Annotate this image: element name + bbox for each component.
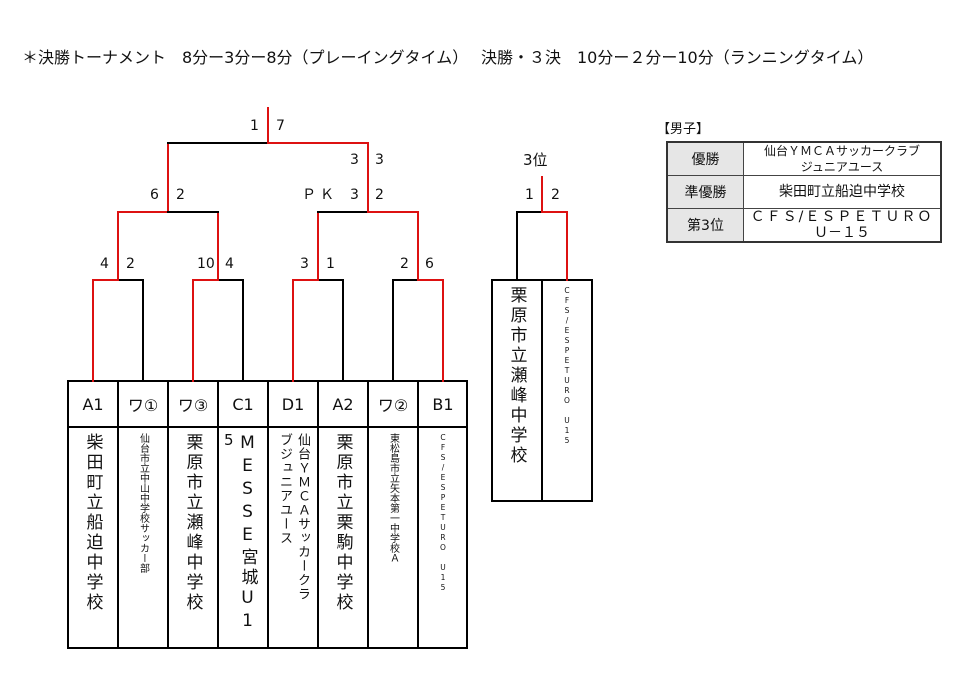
result-label: 第3位 bbox=[666, 208, 744, 243]
team-cell: CFS/ESPETURO U15 bbox=[418, 427, 468, 648]
team-cell: 柴田町立船迫中学校 bbox=[68, 427, 118, 648]
r1-m3-loser-line bbox=[317, 279, 344, 382]
r1-m2-score-right: 4 bbox=[225, 256, 234, 272]
third-place-title: 3位 bbox=[523, 151, 548, 169]
r1-m3-winner-line bbox=[292, 211, 319, 382]
semi2-pk-label: ＰＫ bbox=[302, 187, 338, 203]
table-row: 優勝 仙台ＹＭＣＡサッカークラブジュニアユース bbox=[666, 141, 942, 176]
team-name: 東松島市立矢本第一中学校Ａ bbox=[387, 433, 399, 563]
semi2-score-right: 2 bbox=[375, 187, 384, 203]
seed-label: ワ② bbox=[377, 396, 409, 415]
third-loser-line bbox=[516, 211, 543, 281]
result-value: 柴田町立船迫中学校 bbox=[743, 175, 942, 209]
team-name: 栗原市立栗駒中学校 bbox=[332, 433, 353, 613]
team-cell: 仙台ＹＭＣＡサッカークラブジュニアユース bbox=[268, 427, 318, 648]
seed-label: D1 bbox=[281, 394, 305, 414]
seed-label: ワ③ bbox=[177, 396, 209, 415]
team-cell: 東松島市立矢本第一中学校Ａ bbox=[368, 427, 418, 648]
r1-m1-score-right: 2 bbox=[126, 256, 135, 272]
seed-label: B1 bbox=[432, 394, 454, 414]
r1-m3-score-right: 1 bbox=[326, 256, 335, 272]
team-cell: 栗原市立瀬峰中学校 bbox=[168, 427, 218, 648]
results-title: 【男子】 bbox=[657, 122, 710, 137]
r1-m1-score-left: 4 bbox=[100, 256, 109, 272]
result-label: 優勝 bbox=[666, 141, 744, 176]
seed-label: C1 bbox=[232, 394, 254, 414]
r1-m1-loser-line bbox=[117, 279, 144, 382]
third-team-cell: 栗原市立瀬峰中学校 bbox=[492, 280, 542, 501]
team-name: 栗原市立瀬峰中学校 bbox=[506, 286, 527, 466]
results-table: 優勝 仙台ＹＭＣＡサッカークラブジュニアユース 準優勝 柴田町立船迫中学校 第3… bbox=[666, 141, 942, 243]
r1-m4-score-right: 6 bbox=[425, 256, 434, 272]
team-prefix: 5 bbox=[224, 431, 234, 449]
r1-m2-loser-line bbox=[217, 279, 244, 382]
semi2-pk-right: 3 bbox=[375, 152, 384, 168]
third-winner-line bbox=[541, 211, 568, 281]
semi1-winner-line bbox=[117, 142, 169, 213]
header-right: 決勝・３決 10分ー２分ー10分（ランニングタイム） bbox=[481, 48, 874, 67]
semi1-score-left: 6 bbox=[150, 187, 159, 203]
seed-label: A2 bbox=[332, 394, 354, 414]
team-name: 柴田町立船迫中学校 bbox=[82, 433, 103, 613]
team-name: CFS/ESPETURO U15 bbox=[438, 433, 448, 593]
r1-m3-score-left: 3 bbox=[300, 256, 309, 272]
result-value: 仙台ＹＭＣＡサッカークラブジュニアユース bbox=[743, 141, 942, 176]
team-name: CFS/ESPETURO U15 bbox=[562, 286, 572, 446]
seed-label: A1 bbox=[82, 394, 104, 414]
final-score-right: 7 bbox=[276, 118, 285, 134]
team-name: 栗原市立瀬峰中学校 bbox=[182, 433, 203, 613]
third-score-left: 1 bbox=[525, 187, 534, 203]
third-score-right: 2 bbox=[551, 187, 560, 203]
result-value-line1: 仙台ＹＭＣＡサッカークラブ bbox=[763, 144, 920, 158]
team-cell: 栗原市立栗駒中学校 bbox=[318, 427, 368, 648]
r1-m2-winner-line bbox=[192, 211, 219, 382]
result-value-line1: ＣＦＳ/ＥＳＰＥＴＵＲＯ bbox=[750, 209, 934, 225]
third-team-cell: CFS/ESPETURO U15 bbox=[542, 280, 592, 501]
final-score-left: 1 bbox=[250, 118, 259, 134]
team-cell: 仙台市立中山中学校サッカー部 bbox=[118, 427, 168, 648]
header-left: ＊決勝トーナメント 8分ー3分ー8分（プレーイングタイム） bbox=[22, 48, 469, 67]
team-name: 仙台ＹＭＣＡサッカークラブジュニアユース bbox=[275, 427, 311, 601]
r1-m4-loser-line bbox=[392, 279, 419, 382]
team-cell: 5 MESSE宮城U1 bbox=[218, 427, 268, 648]
result-label: 準優勝 bbox=[666, 175, 744, 209]
semi2-score-left: 3 bbox=[350, 187, 359, 203]
team-name: 仙台市立中山中学校サッカー部 bbox=[137, 433, 149, 573]
table-row: 準優勝 柴田町立船迫中学校 bbox=[666, 175, 942, 209]
team-name: MESSE宮城U1 bbox=[237, 433, 258, 634]
seed-label: ワ① bbox=[127, 396, 159, 415]
team-name-line2: ブジュニアユース bbox=[277, 433, 292, 545]
r1-m1-winner-line bbox=[92, 211, 119, 382]
semi1-score-right: 2 bbox=[176, 187, 185, 203]
result-value-line2: ジュニアユース bbox=[800, 160, 884, 174]
r1-m4-winner-line bbox=[417, 211, 444, 382]
team-name-line1: 仙台ＹＭＣＡサッカークラ bbox=[295, 433, 310, 601]
r1-m4-score-left: 2 bbox=[400, 256, 409, 272]
semi2-pk-left: 3 bbox=[350, 152, 359, 168]
result-value-line2: Ｕ－１５ bbox=[814, 225, 870, 241]
r1-m2-score-left: 10 bbox=[197, 256, 215, 272]
